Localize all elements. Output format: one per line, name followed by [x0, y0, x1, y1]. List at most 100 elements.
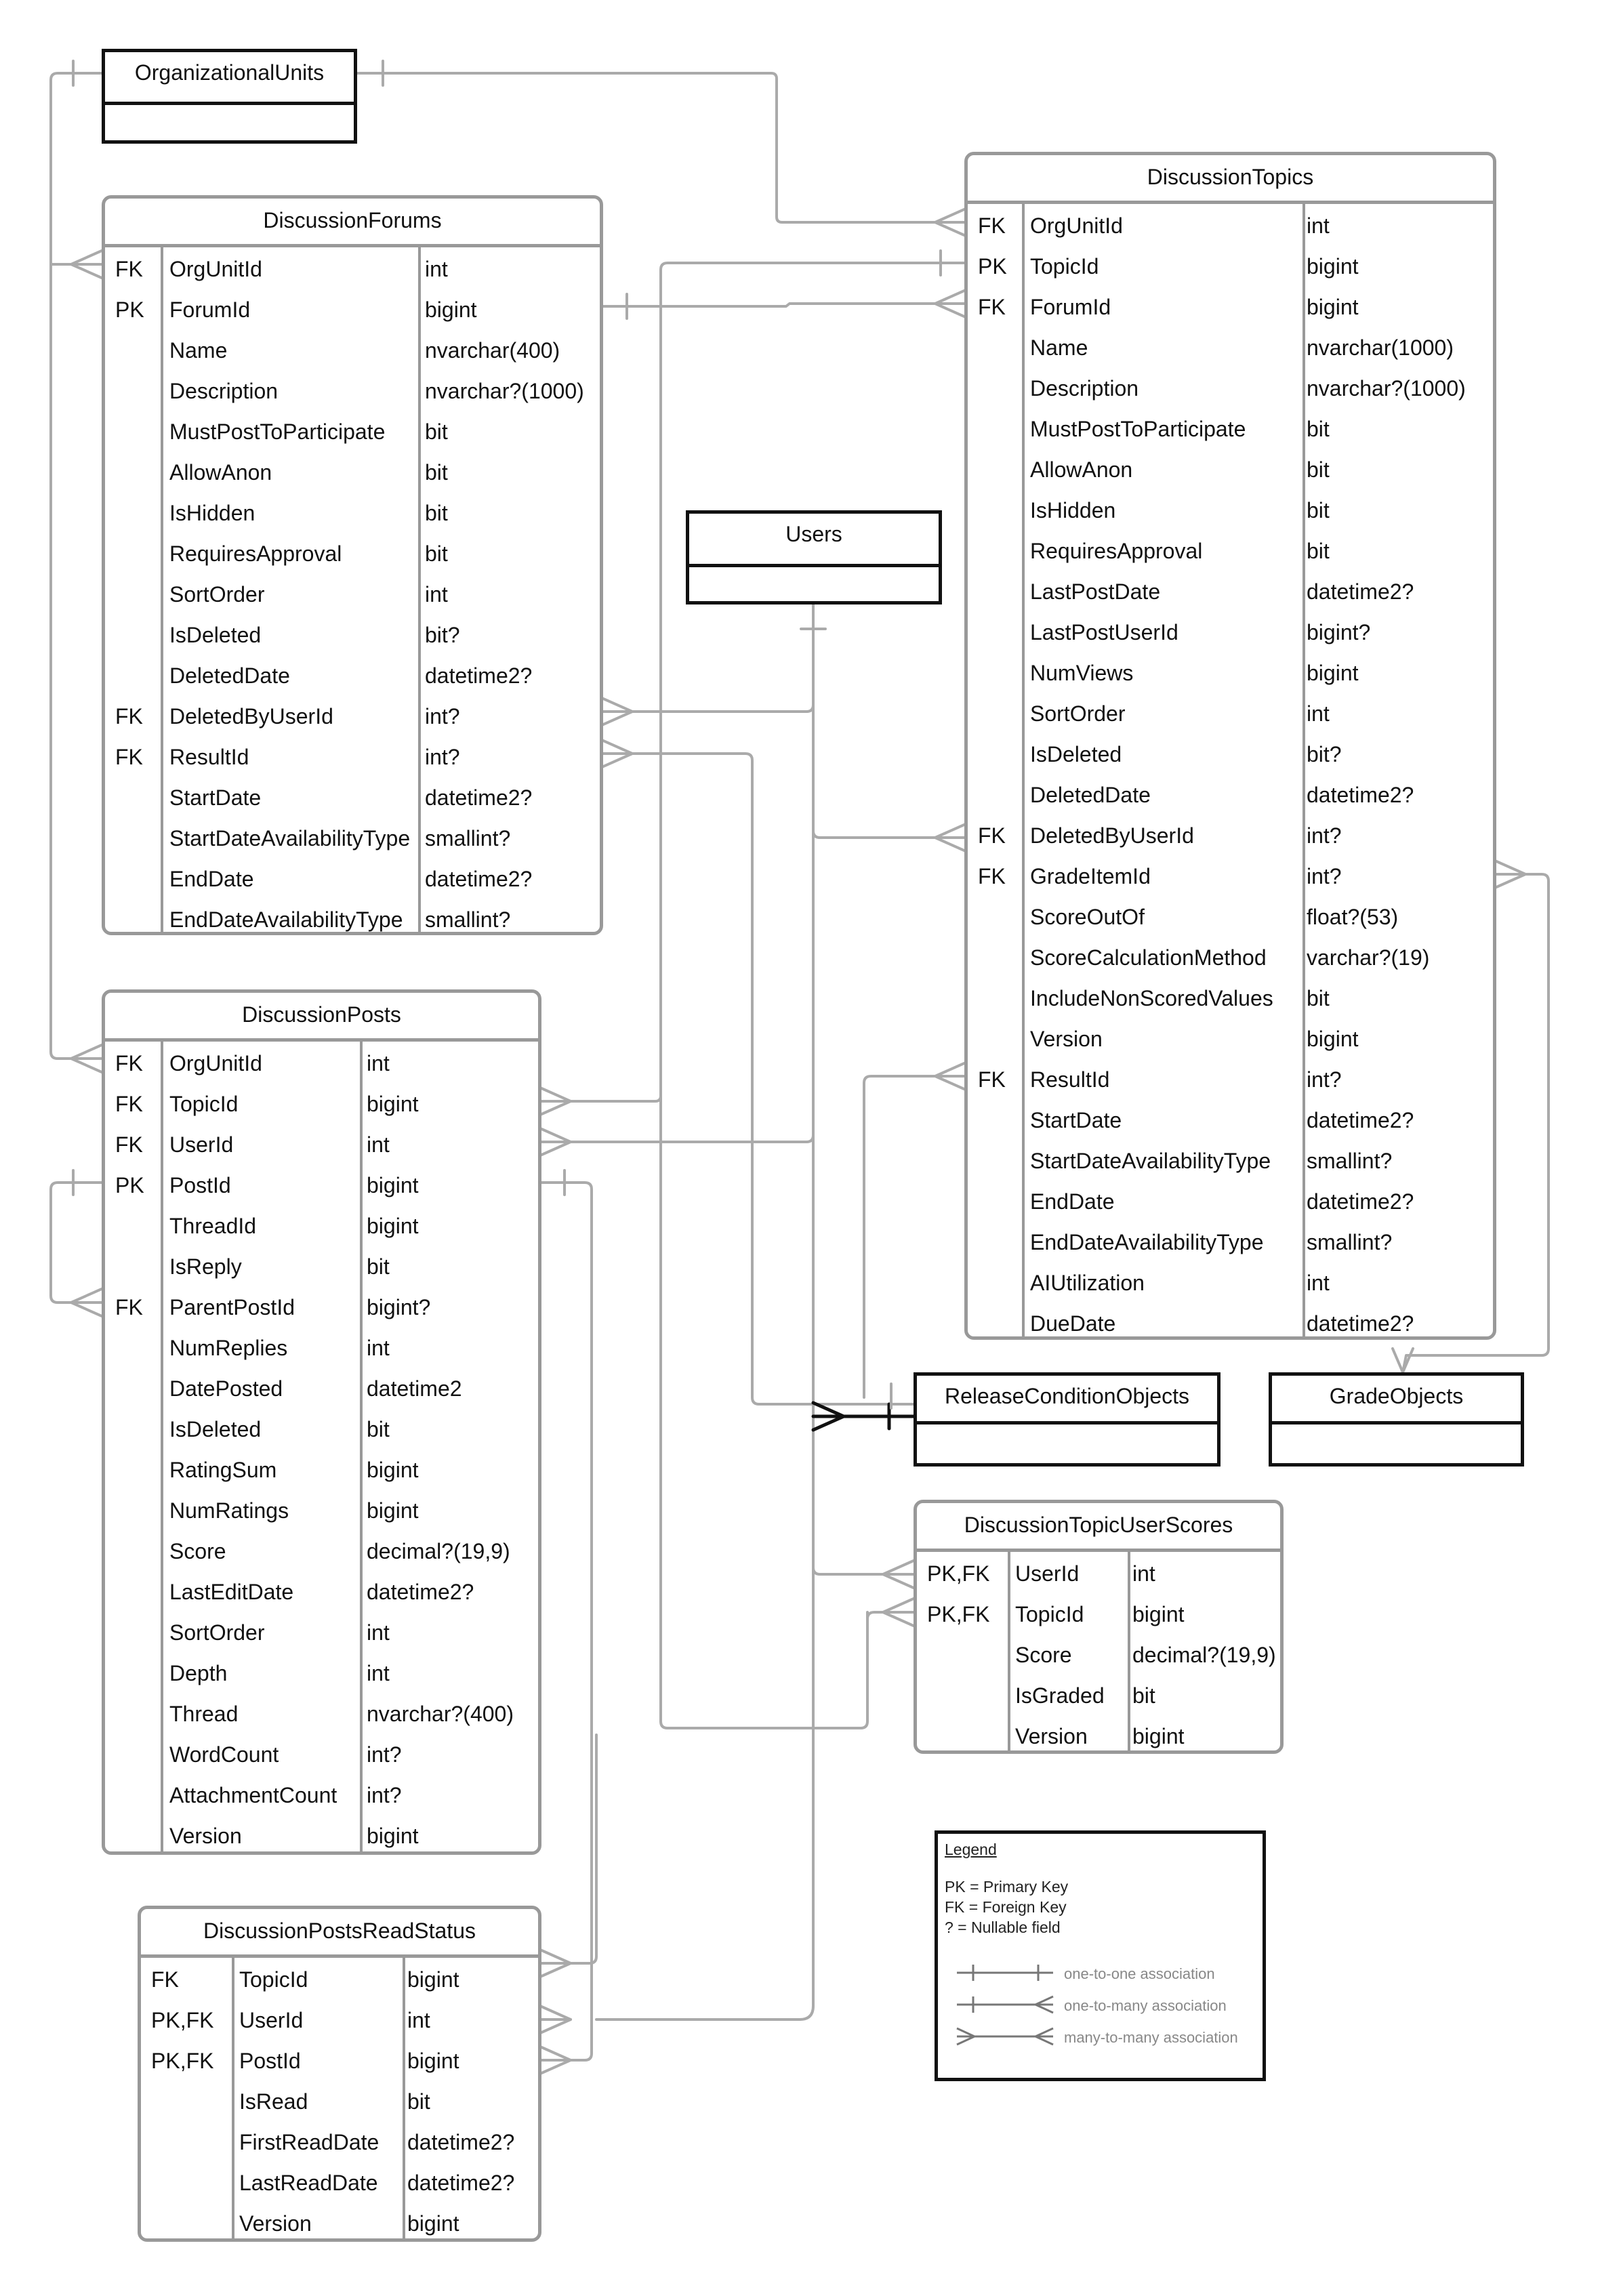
field-name-cell: OrgUnitId — [169, 1051, 262, 1075]
legend-association-symbols — [956, 1965, 1054, 2046]
column-divider — [232, 1958, 234, 2238]
field-name-cell: AllowAnon — [169, 460, 272, 485]
field-name-cell: Description — [1030, 376, 1139, 401]
field-type-cell: datetime2? — [1307, 1311, 1414, 1336]
column-divider — [1008, 1552, 1010, 1750]
field-type-cell: datetime2? — [407, 2171, 515, 2195]
field-type-cell: datetime2 — [367, 1376, 462, 1401]
field-name-cell: EndDate — [1030, 1189, 1115, 1214]
field-name-cell: TopicId — [169, 1092, 239, 1116]
entity-title: Users — [785, 522, 842, 546]
field-type-cell: bigint — [367, 1458, 419, 1482]
field-type-cell: nvarchar(1000) — [1307, 335, 1454, 360]
users-entity[interactable]: Users — [686, 510, 942, 604]
key-cell: FK — [978, 823, 1006, 848]
field-type-cell: bit? — [425, 623, 460, 647]
field-type-cell: int — [367, 1132, 390, 1157]
field-type-cell: datetime2? — [1307, 783, 1414, 807]
field-type-cell: bigint — [407, 1967, 459, 1992]
organizational-units-entity[interactable]: OrganizationalUnits — [102, 49, 357, 144]
field-type-cell: datetime2? — [425, 785, 533, 810]
field-type-cell: bit — [1307, 539, 1330, 563]
field-name-cell: OrgUnitId — [169, 257, 262, 281]
legend-key-fk: FK = Foreign Key — [945, 1898, 1067, 1916]
legend-one-to-many: one-to-many association — [1064, 1997, 1227, 2014]
field-name-cell: NumReplies — [169, 1336, 288, 1360]
field-name-cell: DatePosted — [169, 1376, 283, 1401]
entity-title: ReleaseConditionObjects — [944, 1384, 1190, 1408]
field-type-cell: bigint — [1307, 254, 1359, 279]
field-name-cell: EndDate — [169, 867, 254, 891]
grade-objects-entity[interactable]: GradeObjects — [1269, 1372, 1524, 1467]
field-name-cell: TopicId — [1030, 254, 1099, 279]
field-name-cell: OrgUnitId — [1030, 213, 1123, 238]
key-cell: FK — [115, 1092, 143, 1116]
field-name-cell: IsGraded — [1015, 1683, 1105, 1708]
column-divider — [360, 1042, 363, 1851]
field-name-cell: NumViews — [1030, 661, 1134, 685]
field-type-cell: int — [425, 257, 448, 281]
field-type-cell: bit — [1132, 1683, 1155, 1708]
key-cell: PK — [115, 298, 144, 322]
field-name-cell: EndDateAvailabilityType — [1030, 1230, 1264, 1254]
field-type-cell: bit — [1307, 986, 1330, 1010]
entity-title: OrganizationalUnits — [134, 60, 325, 85]
field-name-cell: Version — [239, 2211, 312, 2236]
field-type-cell: int — [367, 1661, 390, 1685]
field-name-cell: AIUtilization — [1030, 1271, 1145, 1295]
field-type-cell: bit — [1307, 498, 1330, 522]
field-type-cell: smallint? — [1307, 1149, 1393, 1173]
table-title: DiscussionForums — [263, 208, 442, 232]
legend-key-pk: PK = Primary Key — [945, 1878, 1069, 1895]
field-type-cell: bigint — [407, 2049, 459, 2073]
table-title: DiscussionPosts — [242, 1002, 401, 1027]
field-name-cell: StartDate — [1030, 1108, 1122, 1132]
field-name-cell: SortOrder — [169, 582, 265, 607]
field-type-cell: nvarchar?(400) — [367, 1702, 514, 1726]
release-condition-objects-entity[interactable]: ReleaseConditionObjects — [914, 1372, 1220, 1467]
legend-key-nullable: ? = Nullable field — [945, 1919, 1061, 1936]
field-name-cell: UserId — [239, 2008, 304, 2032]
column-divider — [418, 247, 421, 932]
table-title: DiscussionTopics — [1147, 165, 1314, 189]
column-divider — [403, 1958, 405, 2238]
column-divider — [1128, 1552, 1130, 1750]
field-name-cell: IncludeNonScoredValues — [1030, 986, 1273, 1010]
field-type-cell: int — [1307, 213, 1330, 238]
table-row: IncludeNonScoredValues bit — [968, 978, 1493, 1019]
field-name-cell: Description — [169, 379, 279, 403]
field-name-cell: StartDateAvailabilityType — [169, 826, 411, 850]
entity-title: GradeObjects — [1329, 1384, 1464, 1408]
field-name-cell: Version — [1015, 1724, 1088, 1748]
field-name-cell: ResultId — [169, 745, 249, 769]
field-type-cell: varchar?(19) — [1307, 945, 1430, 970]
field-name-cell: PostId — [169, 1173, 231, 1197]
field-type-cell: int? — [1307, 864, 1342, 888]
